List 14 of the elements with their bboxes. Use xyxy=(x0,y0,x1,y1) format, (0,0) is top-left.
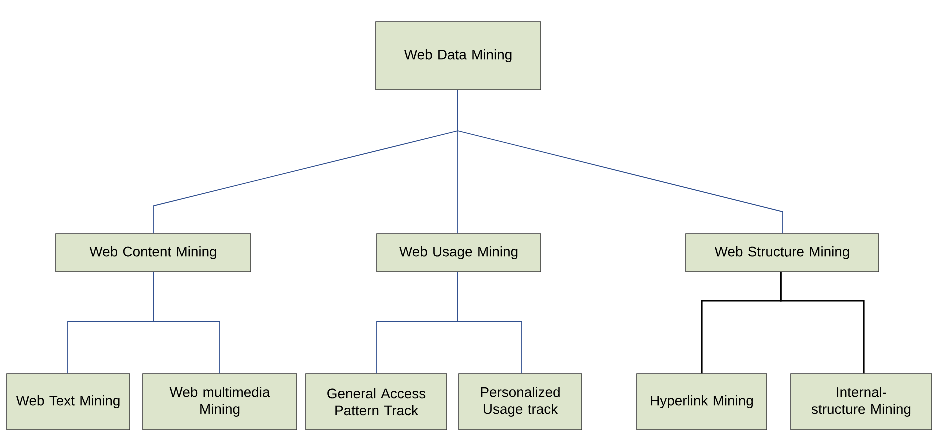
process-box: Web Usage Mining xyxy=(376,234,542,272)
process-box: Web multimedia Mining xyxy=(142,374,298,430)
process-box: Hyperlink Mining xyxy=(636,374,768,430)
connector-line xyxy=(458,90,784,234)
connector-line xyxy=(154,272,220,374)
process-box: Web Data Mining xyxy=(376,22,542,90)
connector-line xyxy=(458,272,522,374)
process-box: Internal-structure Mining xyxy=(790,374,932,430)
connector-line xyxy=(780,272,865,374)
process-box: Personalized Usage track xyxy=(458,374,582,430)
process-box: Web Structure Mining xyxy=(686,234,880,272)
process-box: Web Text Mining xyxy=(6,374,130,430)
process-box: General Access Pattern Track xyxy=(306,374,448,430)
process-box: Web Content Mining xyxy=(56,234,252,272)
